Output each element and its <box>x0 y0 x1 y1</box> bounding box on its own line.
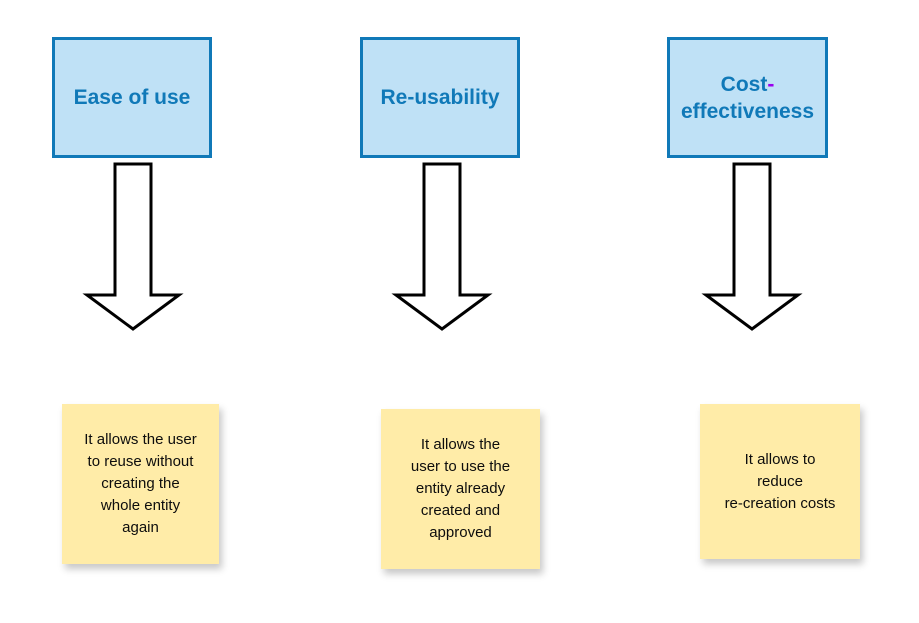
header-label-part-2: effectiveness <box>680 99 815 123</box>
note-card: It allows the user to use the entity alr… <box>381 409 540 569</box>
down-arrow-icon <box>391 162 493 332</box>
down-arrow-icon <box>701 162 803 332</box>
header-box-ease-of-use: Ease of use <box>52 37 212 158</box>
header-box-re-usability: Re-usability <box>360 37 520 158</box>
header-label: Re-usability <box>380 86 500 109</box>
header-label-composite: Cost- effectiveness <box>681 71 814 125</box>
note-card: It allows the user to reuse without crea… <box>62 404 219 564</box>
note-text: It allows the user to use the entity alr… <box>410 436 511 541</box>
header-label-part-1: Cost <box>720 72 768 96</box>
header-label: Ease of use <box>73 86 191 109</box>
header-box-cost-effectiveness: Cost- effectiveness <box>667 37 828 158</box>
header-hyphen-accent: - <box>767 72 775 96</box>
note-card: It allows to reduce re-creation costs <box>700 404 860 559</box>
note-text: It allows to reduce re-creation costs <box>724 450 836 512</box>
note-text: It allows the user to reuse without crea… <box>84 431 197 536</box>
down-arrow-icon <box>82 162 184 332</box>
